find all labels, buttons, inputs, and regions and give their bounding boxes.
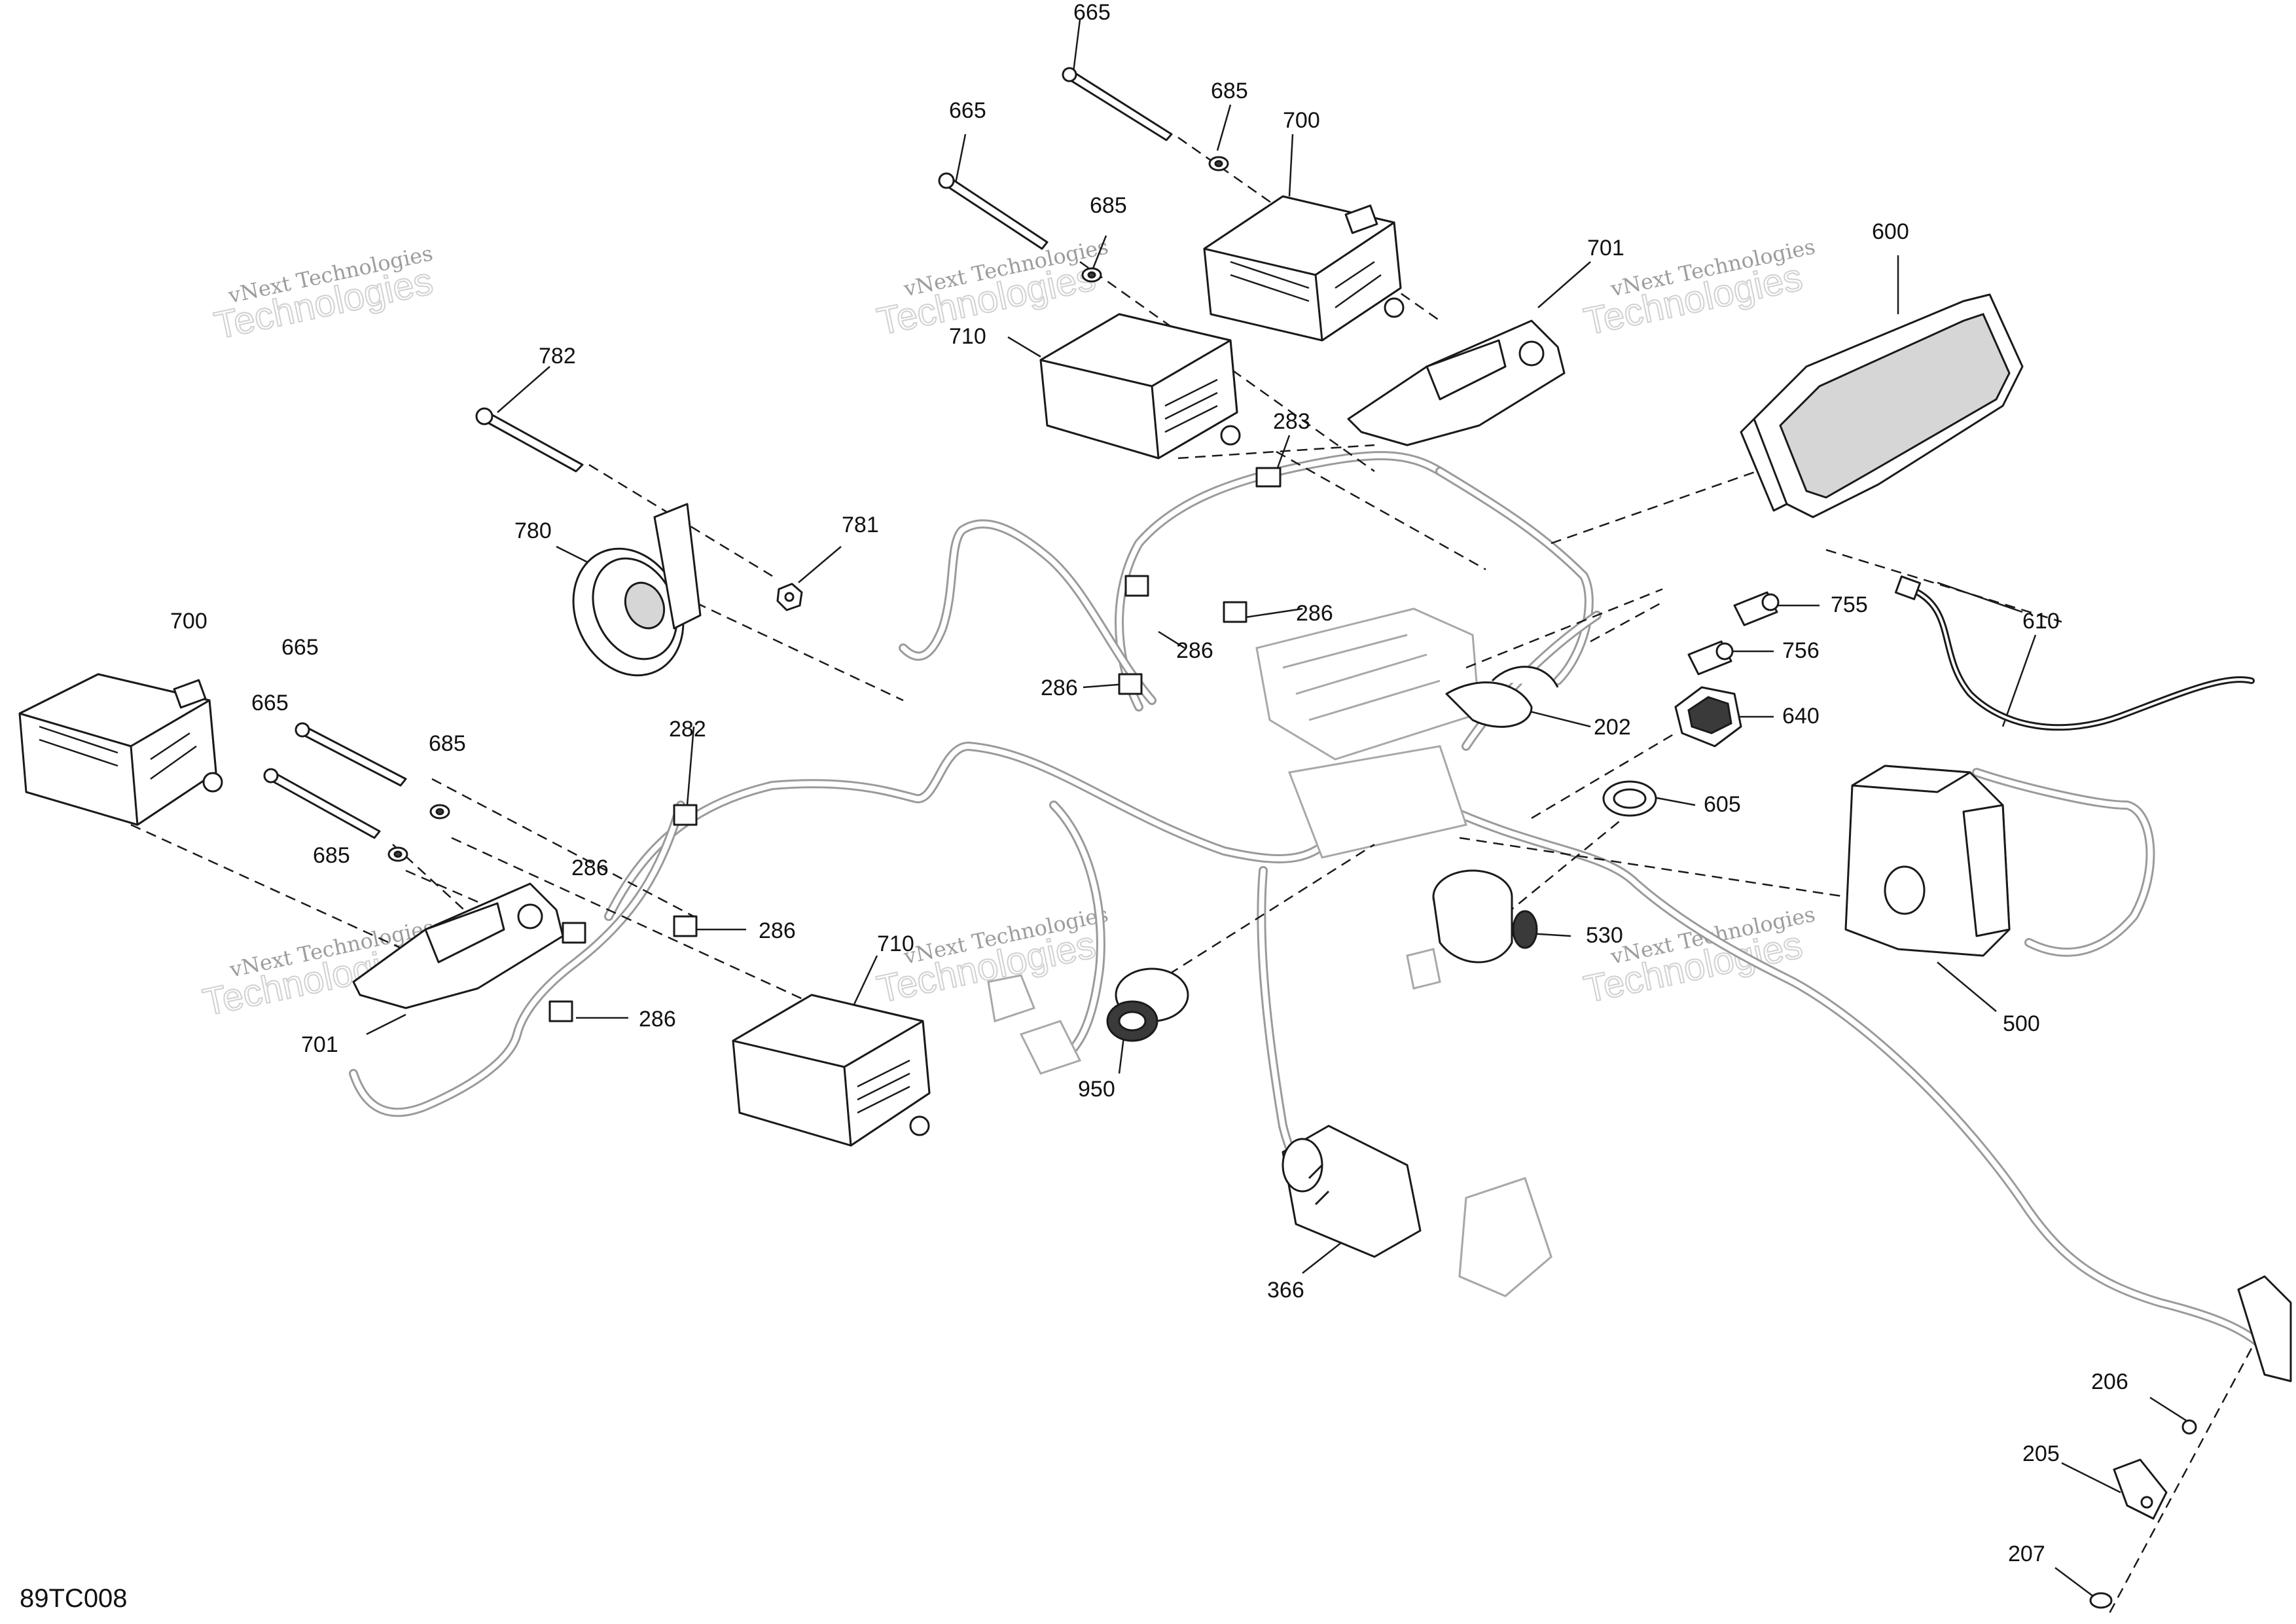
horn-780: [572, 503, 702, 677]
relay-bracket-701-left: [352, 882, 564, 1009]
callout-665: 665: [949, 98, 986, 123]
bolt-782: [475, 407, 584, 473]
callout-207: 207: [2008, 1542, 2045, 1566]
callout-665: 665: [251, 691, 289, 715]
clip-286: [1223, 601, 1247, 623]
washer-685: [1081, 267, 1102, 283]
bolt-665-top: [1062, 67, 1173, 141]
callout-206: 206: [2091, 1369, 2128, 1394]
callout-685: 685: [429, 731, 466, 756]
clip-286: [673, 915, 698, 937]
bolt-665-second: [938, 172, 1049, 250]
callout-202: 202: [1594, 715, 1631, 740]
grommet-605: [1602, 780, 1657, 817]
clip-286: [562, 922, 586, 944]
callout-286: 286: [1041, 676, 1078, 700]
callout-781: 781: [842, 513, 879, 537]
callout-685: 685: [313, 843, 350, 868]
callout-286: 286: [759, 918, 796, 943]
relay-box-700-left: [18, 673, 223, 826]
cable-tie-202: [1445, 666, 1559, 728]
callout-205: 205: [2022, 1441, 2060, 1466]
callout-780: 780: [514, 518, 552, 543]
callout-710: 710: [949, 324, 986, 349]
callout-286: 286: [1296, 601, 1333, 626]
callout-283: 283: [1273, 409, 1310, 434]
callout-282: 282: [669, 717, 706, 742]
control-module-500: [1844, 765, 2011, 957]
callout-640: 640: [1782, 704, 1820, 729]
washer-685: [387, 846, 408, 862]
callout-530: 530: [1586, 923, 1623, 948]
callout-605: 605: [1704, 792, 1741, 817]
callout-701: 701: [301, 1032, 338, 1057]
callout-610: 610: [2022, 609, 2060, 634]
callout-286: 286: [571, 856, 609, 880]
relay-bracket-701-top: [1347, 319, 1566, 446]
callout-286: 286: [639, 1007, 676, 1032]
callout-782: 782: [539, 344, 576, 369]
callout-685: 685: [1090, 193, 1127, 218]
bolt-665-left-upper: [295, 722, 407, 787]
callout-755: 755: [1831, 592, 1868, 617]
clip-283: [1255, 467, 1282, 488]
connector-366: [1282, 1125, 1552, 1297]
relay-box-710-bottom: [732, 994, 931, 1147]
relay-box-710-top: [1039, 313, 1241, 460]
callout-366: 366: [1267, 1278, 1304, 1303]
callout-286: 286: [1176, 638, 1213, 663]
callout-700: 700: [170, 609, 207, 634]
switch-640: [1674, 686, 1742, 748]
callout-500: 500: [2003, 1011, 2040, 1036]
relay-box-700-top: [1203, 195, 1405, 342]
screw-206: [2181, 1419, 2197, 1435]
clip-286: [1118, 673, 1143, 695]
callout-710: 710: [877, 931, 914, 956]
sensor-530: [1432, 869, 1538, 964]
callout-665: 665: [281, 635, 319, 660]
clip-286: [1124, 575, 1149, 597]
instrument-cluster-600: [1740, 293, 2024, 518]
clip-282: [673, 804, 698, 826]
bulb-756: [1687, 640, 1734, 676]
callout-950: 950: [1078, 1077, 1115, 1102]
callout-700: 700: [1283, 108, 1320, 133]
nut-781: [776, 583, 803, 611]
power-outlet-950: [1019, 967, 1189, 1075]
washer-207: [2089, 1592, 2113, 1609]
cable-610: [1894, 575, 2255, 731]
callout-701: 701: [1587, 236, 1624, 261]
callout-600: 600: [1872, 219, 1909, 244]
bulb-755: [1733, 591, 1780, 626]
drawing-number: 89TC008: [20, 1584, 128, 1613]
callout-685: 685: [1211, 79, 1248, 103]
bracket-right-edge: [2237, 1275, 2292, 1382]
washer-685: [1208, 156, 1229, 171]
bolt-665-left-lower: [263, 768, 381, 839]
callout-756: 756: [1782, 638, 1820, 663]
washer-685: [429, 804, 450, 820]
callout-665: 665: [1073, 0, 1111, 25]
clip-205: [2113, 1458, 2168, 1520]
clip-286: [548, 1000, 573, 1022]
callout-labels: 665 685 700 665 685 701 710 600 782 283 …: [170, 0, 2128, 1566]
